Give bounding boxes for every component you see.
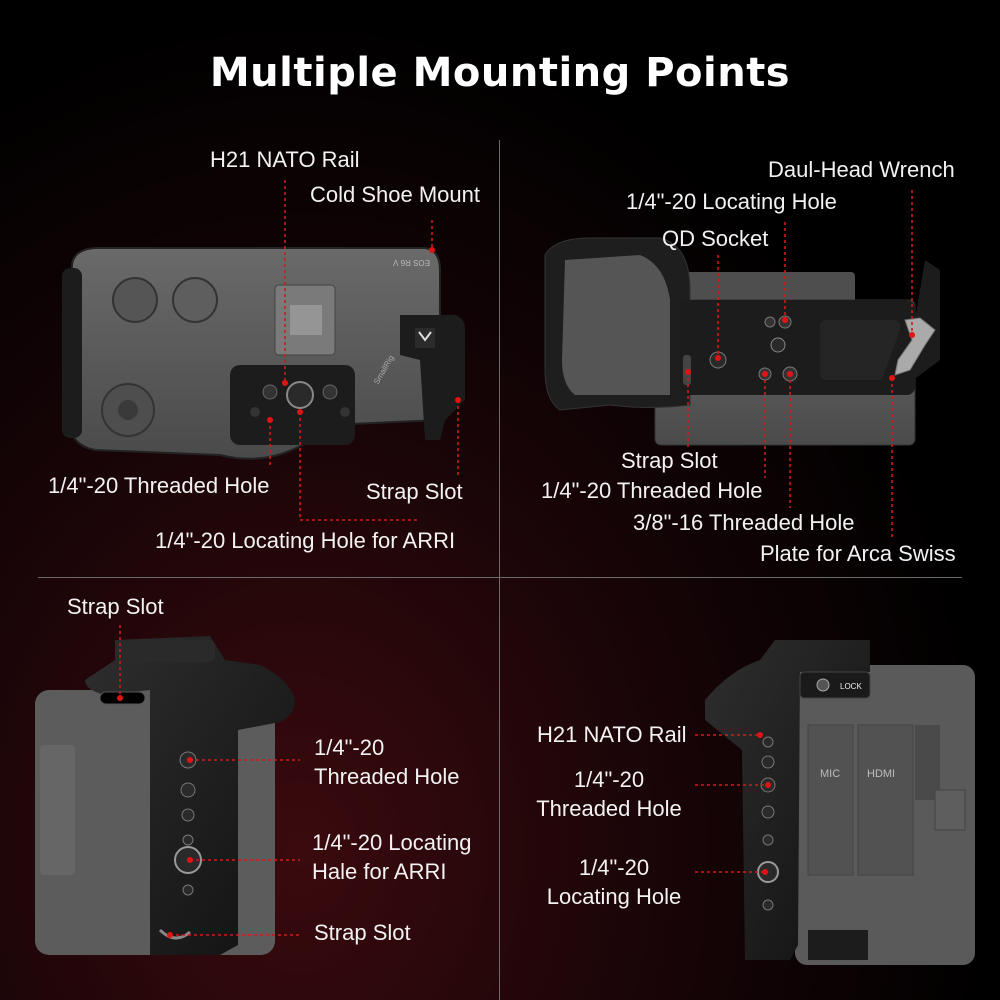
label-locating-hole-br-line1: 1/4"-20 xyxy=(578,855,650,880)
label-qd-socket: QD Socket xyxy=(662,226,769,251)
cold-shoe-top xyxy=(115,640,215,662)
lock-marking: LOCK xyxy=(840,682,862,691)
arca-plate xyxy=(820,320,900,380)
label-cold-shoe-mount: Cold Shoe Mount xyxy=(310,182,480,207)
vertical-divider xyxy=(499,140,500,1000)
label-threaded-hole-tr: 1/4"-20 Threaded Hole xyxy=(541,478,763,503)
label-threaded-hole-bl-line1: 1/4"-20 xyxy=(314,735,385,760)
label-h21-nato-rail-br: H21 NATO Rail xyxy=(537,722,687,747)
page-title: Multiple Mounting Points xyxy=(209,50,791,96)
label-threaded-hole-bl-line2: Threaded Hole xyxy=(314,763,460,789)
label-threaded-hole-tl: 1/4"-20 Threaded Hole xyxy=(48,473,270,498)
dial xyxy=(172,277,218,323)
cage-left-side xyxy=(62,268,82,438)
label-locating-hole-br: 1/4"-20 Locating Hole xyxy=(541,854,687,911)
label-locating-arri-bl-line1: 1/4"-20 Locating xyxy=(312,830,472,855)
label-strap-slot-tl: Strap Slot xyxy=(366,479,463,504)
label-h21-nato-rail-tl: H21 NATO Rail xyxy=(210,147,360,172)
label-threaded-hole-br-line2: Threaded Hole xyxy=(536,795,682,821)
label-threaded-hole-bl: 1/4"-20 Threaded Hole xyxy=(314,734,460,791)
label-strap-slot-bl-top: Strap Slot xyxy=(67,594,164,619)
model-engraving: EOS R6 V xyxy=(392,258,430,267)
label-locating-hole-tr: 1/4"-20 Locating Hole xyxy=(626,189,837,214)
grip-side-view xyxy=(35,636,295,955)
wrench xyxy=(894,317,936,376)
label-strap-slot-bl-bottom: Strap Slot xyxy=(314,920,411,945)
hdmi-marking: HDMI xyxy=(867,768,895,780)
mode-dial xyxy=(112,277,158,323)
label-strap-slot-tr: Strap Slot xyxy=(621,448,718,473)
label-arca-plate: Plate for Arca Swiss xyxy=(760,541,956,566)
leader-arri-hole xyxy=(299,412,420,521)
label-threaded-hole-br-line1: 1/4"-20 xyxy=(573,767,645,792)
rear-side-view: MIC HDMI LOCK xyxy=(705,640,975,965)
camera-top-view: SmallRig EOS R6 V xyxy=(62,247,465,460)
grip-body xyxy=(562,255,670,395)
cage-rear-frame xyxy=(705,640,870,960)
lock-plate xyxy=(799,671,871,699)
horizontal-divider xyxy=(38,577,962,578)
label-locating-hole-br-line2: Locating Hole xyxy=(546,883,682,909)
label-locating-arri-bl: 1/4"-20 Locating Hale for ARRI xyxy=(312,829,471,886)
label-locating-arri-bl-line2: Hale for ARRI xyxy=(312,858,447,884)
camera-bottom-view xyxy=(544,237,940,446)
label-dual-head-wrench: Daul-Head Wrench xyxy=(768,157,955,182)
base-foot xyxy=(808,930,868,960)
mic-marking: MIC xyxy=(820,768,840,780)
label-threaded-hole-br: 1/4"-20 Threaded Hole xyxy=(531,766,687,823)
label-locating-hole-arri: 1/4"-20 Locating Hole for ARRI xyxy=(155,528,456,553)
label-threaded-hole-38: 3/8"-16 Threaded Hole xyxy=(633,510,855,535)
strap-slot-bottom-shape xyxy=(158,928,191,940)
